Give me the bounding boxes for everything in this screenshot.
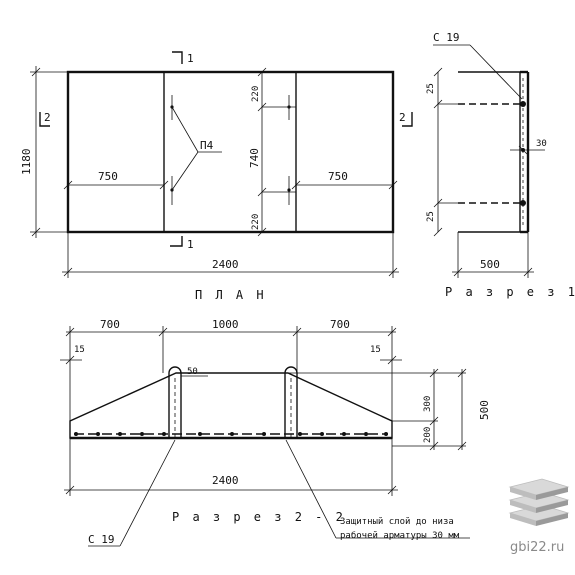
svg-text:1: 1: [187, 238, 194, 251]
section-1-1-dim-bottom: 25: [426, 211, 436, 222]
svg-text:1: 1: [187, 52, 194, 65]
section-2-2-dim-lower: 200: [423, 427, 433, 443]
section-2-2-outline: [69, 372, 393, 439]
plan-dim-left-panel-label: 750: [98, 170, 118, 183]
section-1-1: С 19 30 25 25 500 Р а з р е з 1 - 1: [426, 31, 575, 299]
section-1-1-dim-middle: 30: [536, 139, 547, 149]
watermark-logo-icon: [508, 478, 570, 526]
svg-text:2: 2: [44, 111, 51, 124]
section-2-2-dim-center: 1000: [212, 318, 239, 331]
section-2-2-dim-edge-left: 15: [74, 345, 85, 355]
svg-text:2: 2: [399, 111, 406, 124]
section-2-2-dim-length-label: 2400: [212, 474, 239, 487]
section-2-2-dim-total-height: 500: [478, 400, 491, 420]
plan-title: П Л А Н: [195, 288, 267, 302]
plan-section-marker-2-left: 2: [39, 111, 51, 127]
plan-dim-width: 1180: [20, 66, 68, 238]
section-1-1-dim-width: 500: [480, 258, 500, 271]
plan-section-marker-1-top: 1: [172, 51, 194, 65]
plan-loop-mark: П4: [200, 139, 214, 152]
section-1-1-dim-top: 25: [426, 83, 436, 94]
section-2-2-rebar-mark: С 19: [88, 533, 115, 546]
section-2-2-dim-right-chain: 300 200 500: [288, 368, 491, 451]
section-2-2-dim-left: 700: [100, 318, 120, 331]
plan-dim-gap-top: 220: [251, 86, 261, 102]
plan-lifting-loops: П4: [170, 95, 291, 205]
watermark: gbi22.ru: [508, 478, 570, 555]
section-2-2-dim-loop: 50: [187, 367, 198, 377]
section-2-2-dim-edge-right: 15: [370, 345, 381, 355]
plan-dim-right-panel-label: 750: [328, 170, 348, 183]
plan-dim-right-panel: 750: [291, 170, 398, 190]
section-1-1-title: Р а з р е з 1 - 1: [445, 285, 575, 299]
plan-section-marker-1-bottom: 1: [170, 236, 194, 251]
section-2-2-note-line-1: Защитный слой до низа: [340, 517, 454, 527]
section-2-2-dim-right: 700: [330, 318, 350, 331]
plan-outline: [66, 70, 395, 234]
section-2-2-note-line-2: рабочей арматуры 30 мм: [340, 530, 460, 541]
plan-dim-vertical-chain: 220 740 220: [248, 67, 296, 237]
plan-dim-middle: 740: [248, 148, 261, 168]
section-2-2-title: Р а з р е з 2 - 2: [172, 510, 346, 524]
plan-dim-length: 2400: [62, 232, 399, 278]
section-2-2: 50 700 1000 700 15 15: [60, 318, 491, 547]
plan-dim-length-label: 2400: [212, 258, 239, 271]
section-1-1-outline: [458, 71, 521, 233]
section-2-2-dim-length: 2400: [64, 438, 398, 496]
plan-dim-width-label: 1180: [20, 149, 33, 176]
plan-dim-left-panel: 750: [63, 170, 169, 190]
section-2-2-dim-upper: 300: [423, 396, 433, 412]
plan-section-marker-2-right: 2: [399, 111, 413, 127]
watermark-text: gbi22.ru: [510, 540, 564, 555]
section-2-2-dim-edges: 15 15: [60, 345, 402, 365]
section-2-2-loop-left: [168, 366, 182, 438]
plan-view: 2400 1180 750 750: [20, 51, 413, 302]
section-2-2-dim-top-chain: 700 1000 700: [65, 318, 397, 421]
section-1-1-rebar-mark: С 19: [433, 31, 460, 44]
plan-dim-gap-bottom: 220: [251, 214, 261, 230]
section-2-2-rebar-dots: [74, 432, 388, 436]
